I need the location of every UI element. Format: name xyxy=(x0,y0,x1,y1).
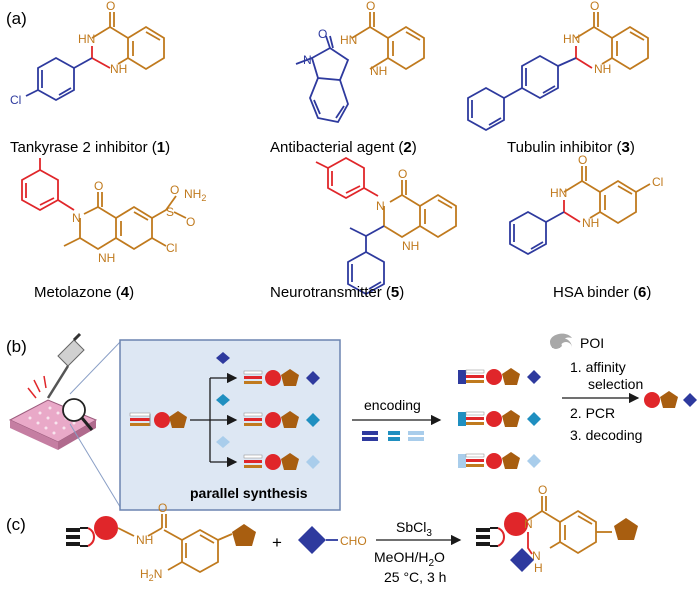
quinazolinone-product-structure xyxy=(527,496,612,555)
reagent-diamond-navy xyxy=(216,352,230,364)
dna-headpiece-product xyxy=(476,527,505,547)
compound-4-structure: O N NH S O O NH2 Cl xyxy=(21,158,206,265)
atom-nh-c: NH xyxy=(136,533,153,547)
atom-nh-3: NH xyxy=(594,62,611,76)
atom-o-4b: O xyxy=(170,183,179,197)
compound-3-structure: O HN NH xyxy=(467,0,649,132)
atom-o-4: O xyxy=(94,179,103,193)
compound-1-label: Tankyrase 2 inhibitor (1) xyxy=(10,139,170,156)
conditions-label: 25 °C, 3 h xyxy=(384,569,446,585)
compound-3-label: Tubulin inhibitor (3) xyxy=(507,139,635,156)
atom-nh-2: NH xyxy=(370,64,387,78)
atom-hn-6: HN xyxy=(550,186,567,200)
encoding-label: encoding xyxy=(364,397,421,413)
panel-b-label: (b) xyxy=(6,337,27,356)
atom-cl-1: Cl xyxy=(10,93,21,107)
selected-hit xyxy=(644,391,697,408)
parallel-synthesis-label: parallel synthesis xyxy=(190,485,308,501)
atom-nh-1: NH xyxy=(110,62,127,76)
reagent-diamond-teal xyxy=(216,394,230,406)
panel-c-label: (c) xyxy=(6,515,26,534)
atom-o-6: O xyxy=(578,153,587,167)
encoded-row-1 xyxy=(458,368,541,385)
step-1b-label: selection xyxy=(588,376,643,392)
product-row-3 xyxy=(243,453,320,470)
atom-o-4c: O xyxy=(186,215,195,229)
compound-5-label: Neurotransmitter (5) xyxy=(270,284,404,301)
compound-2-label: Antibacterial agent (2) xyxy=(270,139,417,156)
atom-cl-4: Cl xyxy=(166,241,177,255)
encoding-tags xyxy=(362,431,424,441)
branch-arrows xyxy=(190,372,238,468)
solvent-label: MeOH/H2O xyxy=(374,549,445,569)
atom-n-2: N xyxy=(303,53,312,67)
compound-4-label: Metolazone (4) xyxy=(34,284,134,301)
atom-o-5: O xyxy=(398,167,407,181)
atom-o-3: O xyxy=(590,0,599,13)
compound-1-structure: O HN NH Cl xyxy=(10,0,165,107)
step-2-label: 2. PCR xyxy=(570,405,615,421)
plus-sign: + xyxy=(272,533,282,552)
product-row-2 xyxy=(243,411,320,428)
zoom-lines xyxy=(69,339,123,511)
dna-headpiece-reactant xyxy=(66,527,95,547)
linker-circle-reactant xyxy=(94,516,118,540)
step-3-label: 3. decoding xyxy=(570,427,642,443)
encoded-row-2 xyxy=(458,410,541,427)
compound-5-structure: O N NH xyxy=(315,156,457,296)
atom-o-product: O xyxy=(538,483,547,497)
poi-label: POI xyxy=(580,335,604,351)
atom-o-2b: O xyxy=(318,27,327,41)
atom-o-1: O xyxy=(106,0,115,13)
pipette-icon xyxy=(46,332,85,399)
atom-nh-5: NH xyxy=(402,239,419,253)
linker-circle-product xyxy=(504,512,528,536)
product-diamond xyxy=(510,548,534,572)
atom-nh-4: NH xyxy=(98,251,115,265)
atom-cl-6: Cl xyxy=(652,175,663,189)
atom-nh-6: NH xyxy=(582,216,599,230)
cho-label: CHO xyxy=(340,534,367,548)
pentagon-reactant xyxy=(232,524,256,546)
aminobenzamide-structure xyxy=(117,514,219,574)
atom-nh-product: H xyxy=(534,561,543,575)
atom-s-4: S xyxy=(166,205,174,219)
panel-a-label: (a) xyxy=(6,9,27,28)
dispense-lines xyxy=(27,375,47,399)
atom-hn-2: HN xyxy=(340,33,357,47)
pentagon-product xyxy=(614,518,638,540)
poi-shape xyxy=(550,333,572,349)
aldehyde-diamond xyxy=(298,526,326,554)
atom-o-2: O xyxy=(366,0,375,13)
reagent-diamond-light xyxy=(216,436,230,448)
product-row-1 xyxy=(243,369,320,386)
atom-hn-1: HN xyxy=(78,32,95,46)
atom-n2-product: N xyxy=(532,549,541,563)
atom-n-product: N xyxy=(524,517,533,531)
atom-o-c: O xyxy=(158,501,167,515)
atom-h2n-c: H2N xyxy=(140,567,162,583)
atom-hn-3: HN xyxy=(563,32,580,46)
atom-n-5: N xyxy=(376,199,385,213)
step-1-label: 1. affinity xyxy=(570,359,626,375)
start-conjugate xyxy=(129,411,187,428)
reagent-label: SbCl3 xyxy=(396,519,432,539)
compound-6-structure: O HN NH Cl xyxy=(509,153,663,256)
encoded-row-3 xyxy=(458,452,541,469)
atom-n-4: N xyxy=(72,211,81,225)
compound-2-structure: O HN NH O N xyxy=(295,0,425,124)
atom-nh2-4: NH2 xyxy=(184,187,206,203)
magnifier-icon xyxy=(62,398,94,431)
compound-6-label: HSA binder (6) xyxy=(553,284,651,301)
